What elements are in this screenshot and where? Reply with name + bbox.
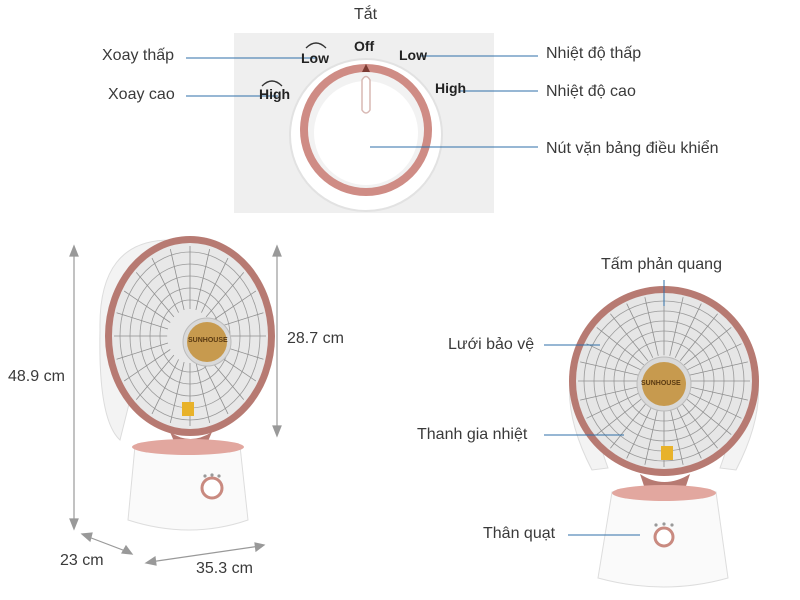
callout-off: Tắt (354, 6, 378, 23)
grille-spoke (169, 248, 185, 311)
heater-front-view (569, 286, 759, 588)
grille-spoke (580, 386, 639, 401)
knob-label-high-right: High (435, 80, 467, 96)
knob-label-low-left: Low (301, 50, 329, 66)
grille-spoke (195, 361, 211, 424)
part-body: Thân quạt (483, 525, 556, 542)
dimension-height-total: 48.9 cm (8, 368, 65, 385)
grille-spoke (116, 312, 169, 330)
part-reflector: Tấm phản quang (601, 256, 722, 273)
grille-spoke (689, 386, 748, 401)
grille-spoke (610, 400, 649, 449)
knob-label-high-left: High (259, 86, 291, 102)
callout-temp-high: Nhiệt độ cao (546, 83, 636, 100)
grille-spoke (151, 257, 179, 313)
grille-spoke (116, 342, 169, 360)
grille-spoke (626, 404, 654, 459)
grille-spoke (209, 290, 257, 323)
grille-spoke (586, 391, 641, 419)
knob-label-low-right: Low (399, 47, 427, 63)
grille-spoke (151, 359, 179, 415)
control-callout-lines (186, 55, 538, 148)
grille-spoke (679, 400, 718, 449)
grille-spoke (123, 349, 171, 382)
grille-spoke (169, 361, 185, 424)
grille-spoke (135, 272, 175, 318)
part-heating-bar: Thanh gia nhiệt (417, 426, 528, 443)
control-knob (289, 58, 443, 212)
dimension-width: 35.3 cm (196, 560, 253, 577)
grille-spoke (596, 396, 645, 435)
grille-spoke (596, 327, 645, 366)
dimension-lines (69, 244, 282, 566)
grille-spoke (674, 404, 702, 459)
grille-spoke (687, 391, 742, 419)
brand-badge-left: SUNHOUSE (188, 337, 228, 344)
grille-spoke (626, 303, 654, 358)
grille-spoke (586, 343, 641, 371)
grille-spoke (687, 343, 742, 371)
grille-spoke (201, 257, 229, 313)
grille-spoke (669, 297, 684, 356)
dimension-depth: 23 cm (60, 552, 104, 569)
knob-label-off: Off (354, 38, 375, 54)
callout-temp-low: Nhiệt độ thấp (546, 45, 642, 62)
grille-spoke (610, 313, 649, 362)
grille-spoke (580, 361, 639, 376)
part-callout-lines (544, 280, 665, 536)
grille-spoke (689, 361, 748, 376)
dimension-height-head: 28.7 cm (287, 330, 344, 347)
grille-spoke (644, 406, 659, 465)
grille-spoke (679, 313, 718, 362)
grille-spoke (201, 359, 229, 415)
grille-spoke (683, 327, 732, 366)
callout-swing-low: Xoay thấp (102, 47, 175, 64)
part-guard: Lưới bảo vệ (448, 336, 535, 353)
grille-spoke (683, 396, 732, 435)
grille-spoke (135, 354, 175, 400)
grille-spoke (123, 290, 171, 323)
callout-swing-high: Xoay cao (108, 86, 175, 103)
callout-knob: Nút vặn bảng điều khiển (546, 140, 719, 157)
grille-spoke (644, 297, 659, 356)
heater-side-view (99, 236, 275, 531)
grille-spoke (669, 406, 684, 465)
grille-spoke (195, 248, 211, 311)
grille-spoke (205, 272, 245, 318)
grille-spoke (674, 303, 702, 358)
brand-badge-right: SUNHOUSE (641, 380, 681, 387)
